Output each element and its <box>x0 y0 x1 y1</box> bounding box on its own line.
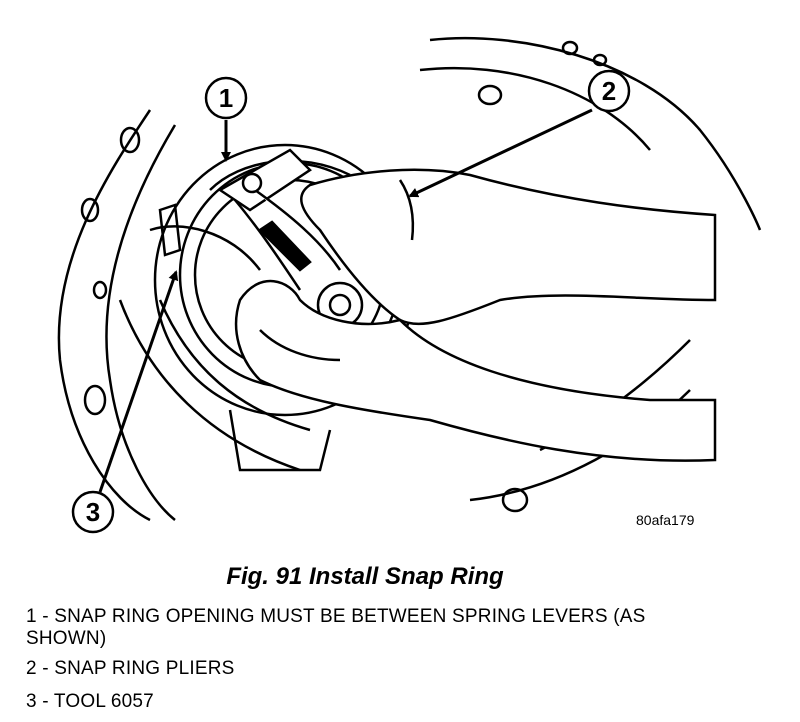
callout-2: 2 <box>408 69 631 198</box>
housing-holes <box>80 40 608 513</box>
gloved-hands <box>234 168 717 462</box>
snap-ring-pliers <box>217 148 364 329</box>
figure-caption: Fig. 91 Install Snap Ring <box>226 563 504 590</box>
legend-item-3: 3 - TOOL 6057 <box>26 691 154 712</box>
legend-item-2: 2 - SNAP RING PLIERS <box>26 658 235 679</box>
snap-ring-illustration: 1 2 3 <box>57 36 762 534</box>
image-code: 80afa179 <box>636 512 695 528</box>
svg-text:2: 2 <box>602 76 616 106</box>
callout-3: 3 <box>71 270 179 534</box>
callout-1: 1 <box>204 76 248 162</box>
svg-text:3: 3 <box>86 497 100 527</box>
svg-text:1: 1 <box>219 83 233 113</box>
legend-item-1: 1 - SNAP RING OPENING MUST BE BETWEEN SP… <box>26 606 646 649</box>
